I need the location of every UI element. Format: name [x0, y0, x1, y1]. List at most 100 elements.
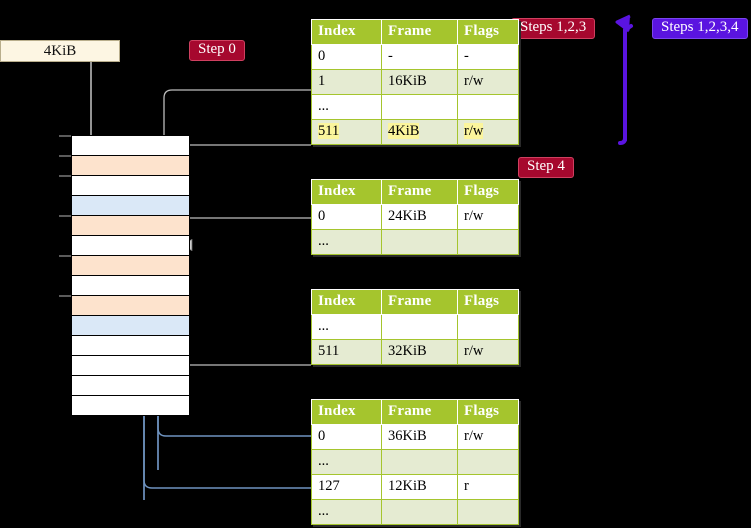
memory-tick-mark [59, 215, 71, 217]
cell-value: r/w [464, 343, 484, 359]
table-cell: ... [311, 449, 382, 475]
table-cell [381, 229, 458, 255]
wire-l2-row511 [182, 305, 311, 366]
table-row: ... [311, 314, 519, 340]
table-cell: 24KiB [381, 204, 458, 230]
wire-l4-row511 [177, 144, 311, 168]
table-cell: 1 [311, 69, 382, 95]
cell-value: 511 [318, 343, 340, 359]
memory-tick-mark [59, 295, 71, 297]
wire-purple-arrowhead [615, 14, 631, 33]
wire-l3-row0 [182, 217, 311, 245]
memory-frame-row [71, 155, 190, 176]
table-row: 0 36KiB r/w [311, 424, 519, 450]
column-header-frame: Frame [381, 399, 458, 425]
table-cell [457, 449, 519, 475]
table-cell: r/w [457, 204, 519, 230]
cell-value: - [388, 48, 393, 64]
cell-value: 12KiB [388, 478, 427, 494]
memory-frame-row [71, 135, 190, 156]
step-4-label: Step 4 [527, 157, 565, 174]
memory-frame-row [71, 235, 190, 256]
table-cell: 0 [311, 424, 382, 450]
table-row: 127 12KiB r [311, 474, 519, 500]
steps-1234-pill: Steps 1,2,3,4 [652, 18, 748, 39]
cell-value: r/w [464, 73, 484, 89]
column-header-index: Index [311, 289, 382, 315]
cell-value: 127 [318, 478, 340, 494]
memory-frame-row [71, 255, 190, 276]
table-cell: 36KiB [381, 424, 458, 450]
column-header-index: Index [311, 19, 382, 45]
size-label-text: 4KiB [43, 42, 77, 59]
cell-value: r/w [464, 428, 484, 444]
cell-value: 24KiB [388, 208, 427, 224]
memory-frame-row [71, 395, 190, 416]
table-row: 0 - - [311, 44, 519, 70]
column-header-flags: Flags [457, 289, 519, 315]
table-cell: r/w [457, 69, 519, 95]
steps-123-label: Steps 1,2,3 [520, 18, 587, 35]
cell-value: 0 [318, 428, 326, 444]
cell-value: - [464, 48, 469, 64]
cell-value: ... [318, 318, 329, 334]
cell-value: 4KiB [388, 123, 420, 139]
table-cell [381, 314, 458, 340]
memory-frame-row [71, 315, 190, 336]
table-cell: 511 [311, 339, 382, 365]
wire-purple-bracket-foot [618, 136, 627, 145]
table-cell [457, 314, 519, 340]
cell-value: 32KiB [388, 343, 427, 359]
wire-blue-to-l1-row0 [157, 415, 311, 437]
table-cell: ... [311, 229, 382, 255]
table-cell [381, 499, 458, 525]
table-cell: r/w [457, 119, 519, 145]
memory-tick-mark [59, 135, 71, 137]
cell-value: 0 [318, 208, 326, 224]
physical-memory-column [71, 135, 190, 416]
table-cell: 32KiB [381, 339, 458, 365]
table-cell: 16KiB [381, 69, 458, 95]
table-cell: r [457, 474, 519, 500]
steps-1234-label: Steps 1,2,3,4 [661, 18, 739, 35]
table-cell: 0 [311, 204, 382, 230]
column-header-frame: Frame [381, 19, 458, 45]
table-cell [381, 449, 458, 475]
memory-frame-row [71, 195, 190, 216]
wire-purple-bracket [623, 24, 633, 142]
cell-value: ... [318, 453, 329, 469]
column-header-index: Index [311, 399, 382, 425]
table-cell: ... [311, 499, 382, 525]
memory-frame-row [71, 215, 190, 236]
column-header-flags: Flags [457, 399, 519, 425]
table-cell: 0 [311, 44, 382, 70]
table-cell: r/w [457, 424, 519, 450]
table-row: ... [311, 499, 519, 525]
table-cell: 511 [311, 119, 382, 145]
table-row: 511 32KiB r/w [311, 339, 519, 365]
cell-value: ... [318, 503, 329, 519]
column-header-flags: Flags [457, 179, 519, 205]
table-cell [381, 94, 458, 120]
step-0-pill: Step 0 [189, 40, 245, 61]
size-label-box: 4KiB [0, 40, 120, 62]
cell-value: 16KiB [388, 73, 427, 89]
memory-tick-mark [59, 155, 71, 157]
cell-value: 0 [318, 48, 326, 64]
cell-value: r/w [464, 123, 484, 139]
wire-l4-row1 [163, 89, 311, 147]
table-cell: r/w [457, 339, 519, 365]
column-header-frame: Frame [381, 179, 458, 205]
steps-123-pill: Steps 1,2,3 [511, 18, 596, 39]
memory-frame-row [71, 275, 190, 296]
cell-value: 1 [318, 73, 326, 89]
cell-value: 511 [318, 123, 340, 139]
table-cell: 12KiB [381, 474, 458, 500]
cell-value: ... [318, 98, 329, 114]
column-header-index: Index [311, 179, 382, 205]
